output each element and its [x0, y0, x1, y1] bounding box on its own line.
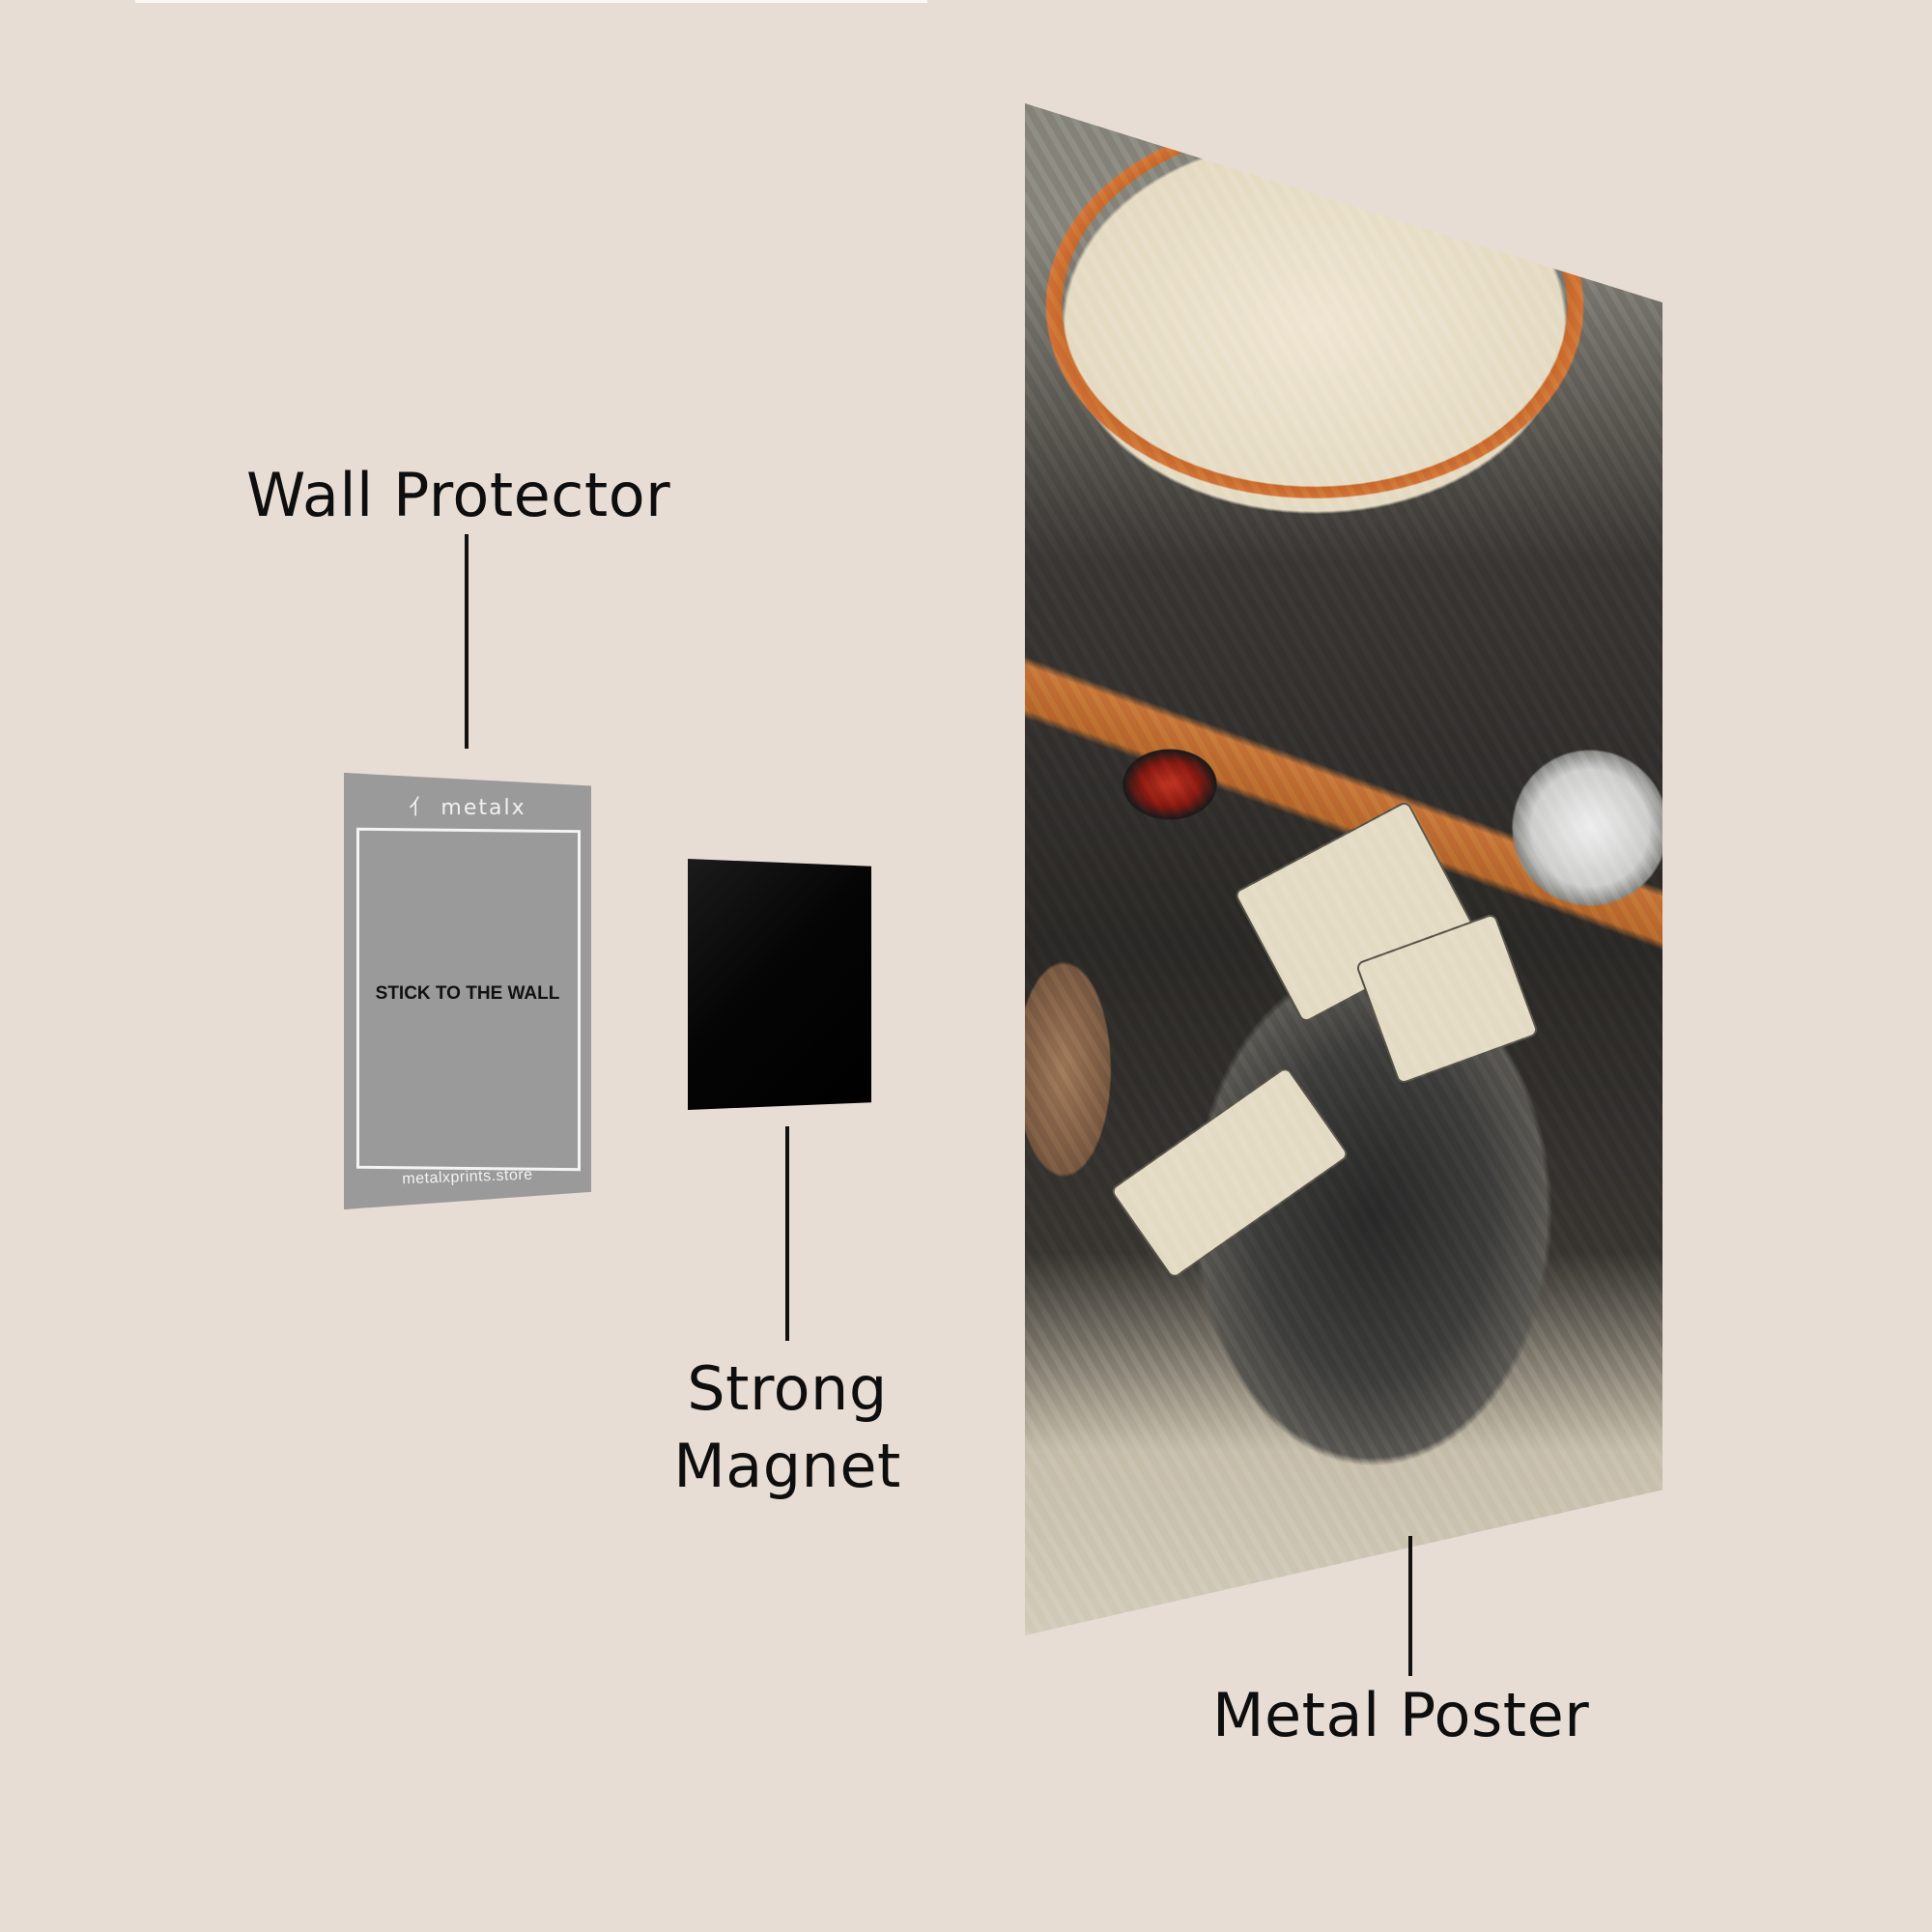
strong-magnet-plate [688, 859, 871, 1110]
metalx-logo: ⺅ metalx [409, 796, 526, 820]
wall-protector-leader-line [465, 534, 469, 749]
top-edge-strip [135, 0, 927, 3]
metal-poster-label: Metal Poster [1212, 1680, 1590, 1750]
wall-protector-card: ⺅ metalx STICK TO THE WALL metalxprints.… [344, 773, 591, 1209]
strong-magnet-label: Strong Magnet [673, 1353, 901, 1501]
metal-poster-artwork [1025, 103, 1662, 1635]
poster-texture-overlay [1025, 103, 1662, 1635]
strong-magnet-leader-line [785, 1126, 789, 1341]
stick-to-wall-text: STICK TO THE WALL [375, 983, 560, 1004]
metal-poster-leader-line [1408, 1536, 1412, 1676]
wall-protector-label: Wall Protector [246, 460, 671, 530]
